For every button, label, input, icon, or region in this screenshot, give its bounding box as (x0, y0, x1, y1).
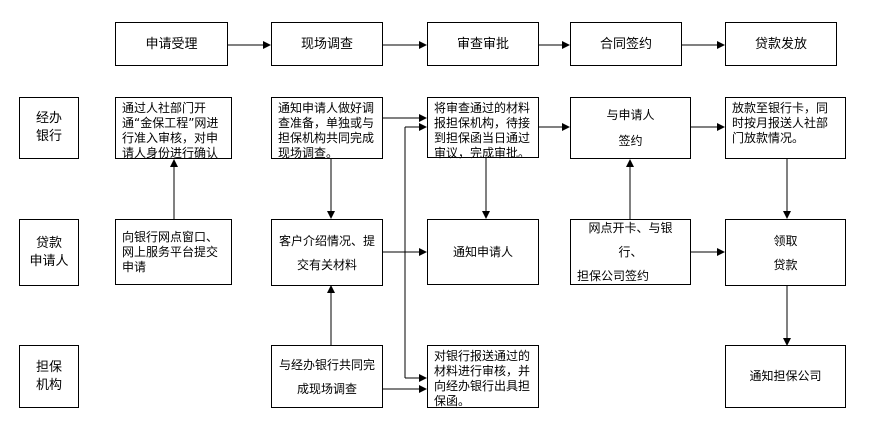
step-guar-notify-text: 通知担保公司 (749, 369, 822, 383)
step-guar-review: 对银行报送通过的材料进行审核，并向经办银行出具担保函。 (427, 345, 539, 408)
stage-review-label: 审查审批 (456, 36, 509, 52)
step-app-sign-line2: 担保公司签约 (577, 269, 650, 283)
lane-applicant-line2: 申请人 (29, 253, 69, 269)
step-guar-survey-line1: 与经办银行共同完 (278, 357, 375, 372)
step-bank-release-text: 放款至银行卡，同时按月报送人社部门放款情况。 (732, 101, 829, 145)
lane-guarantor-line1: 担保 (35, 359, 62, 375)
step-bank-review: 将审查通过的材料报担保机构，待接到担保函当日通过审议，完成审批。 (427, 97, 539, 160)
stage-accept-label: 申请受理 (145, 36, 198, 52)
stage-accept: 申请受理 (115, 22, 228, 66)
step-app-submit-text: 向银行网点窗口、网上服务平台提交申请 (122, 230, 219, 274)
stage-review: 审查审批 (427, 22, 539, 66)
step-bank-release: 放款至银行卡，同时按月报送人社部门放款情况。 (725, 97, 846, 159)
step-app-notify: 通知申请人 (427, 219, 539, 285)
stage-survey-label: 现场调查 (300, 36, 353, 52)
step-bank-survey: 通知申请人做好调查准备，单独或与担保机构共同完成现场调查。 (271, 97, 383, 160)
step-bank-review-text: 将审查通过的材料报担保机构，待接到担保函当日通过审议，完成审批。 (434, 101, 531, 160)
stage-survey: 现场调查 (271, 22, 383, 66)
step-app-survey-line1: 客户介绍情况、提 (278, 233, 375, 248)
stage-release: 贷款发放 (725, 22, 837, 66)
lane-applicant: 贷款 申请人 (19, 219, 79, 286)
step-app-notify-text: 通知申请人 (452, 244, 513, 259)
lane-guarantor: 担保 机构 (19, 345, 79, 408)
step-guar-notify: 通知担保公司 (725, 345, 846, 408)
lane-bank: 经办 银行 (19, 97, 79, 159)
step-app-receive-line1: 领取 (773, 233, 798, 248)
step-bank-accept: 通过人社部门开通“金保工程”网进行准入审核，对申请人身份进行确认 (115, 97, 232, 160)
step-bank-sign-line2: 签约 (618, 134, 643, 148)
lane-applicant-line1: 贷款 (35, 235, 62, 251)
stage-release-label: 贷款发放 (754, 36, 807, 52)
lane-guarantor-line2: 机构 (35, 377, 62, 393)
step-app-survey: 客户介绍情况、提 交有关材料 (271, 219, 383, 286)
step-app-receive-line2: 贷款 (773, 257, 798, 272)
lane-bank-line1: 经办 (35, 111, 62, 126)
step-app-sign: 网点开卡、与银行、 担保公司签约 (570, 219, 691, 285)
step-app-receive: 领取 贷款 (725, 219, 846, 286)
step-guar-survey-line2: 成现场调查 (296, 381, 357, 396)
step-app-sign-line1: 网点开卡、与银行、 (588, 221, 673, 259)
step-app-submit: 向银行网点窗口、网上服务平台提交申请 (115, 219, 232, 285)
step-bank-sign: 与申请人 签约 (570, 97, 691, 159)
step-bank-accept-text: 通过人社部门开通“金保工程”网进行准入审核，对申请人身份进行确认 (122, 101, 219, 160)
stage-contract-label: 合同签约 (599, 36, 652, 52)
step-bank-survey-text: 通知申请人做好调查准备，单独或与担保机构共同完成现场调查。 (278, 101, 375, 160)
step-guar-review-text: 对银行报送通过的材料进行审核，并向经办银行出具担保函。 (434, 349, 531, 408)
lane-bank-line2: 银行 (35, 129, 62, 144)
step-guar-survey: 与经办银行共同完 成现场调查 (271, 345, 383, 408)
stage-contract: 合同签约 (570, 22, 682, 66)
step-app-survey-line2: 交有关材料 (296, 257, 357, 272)
step-bank-sign-line1: 与申请人 (606, 108, 655, 122)
